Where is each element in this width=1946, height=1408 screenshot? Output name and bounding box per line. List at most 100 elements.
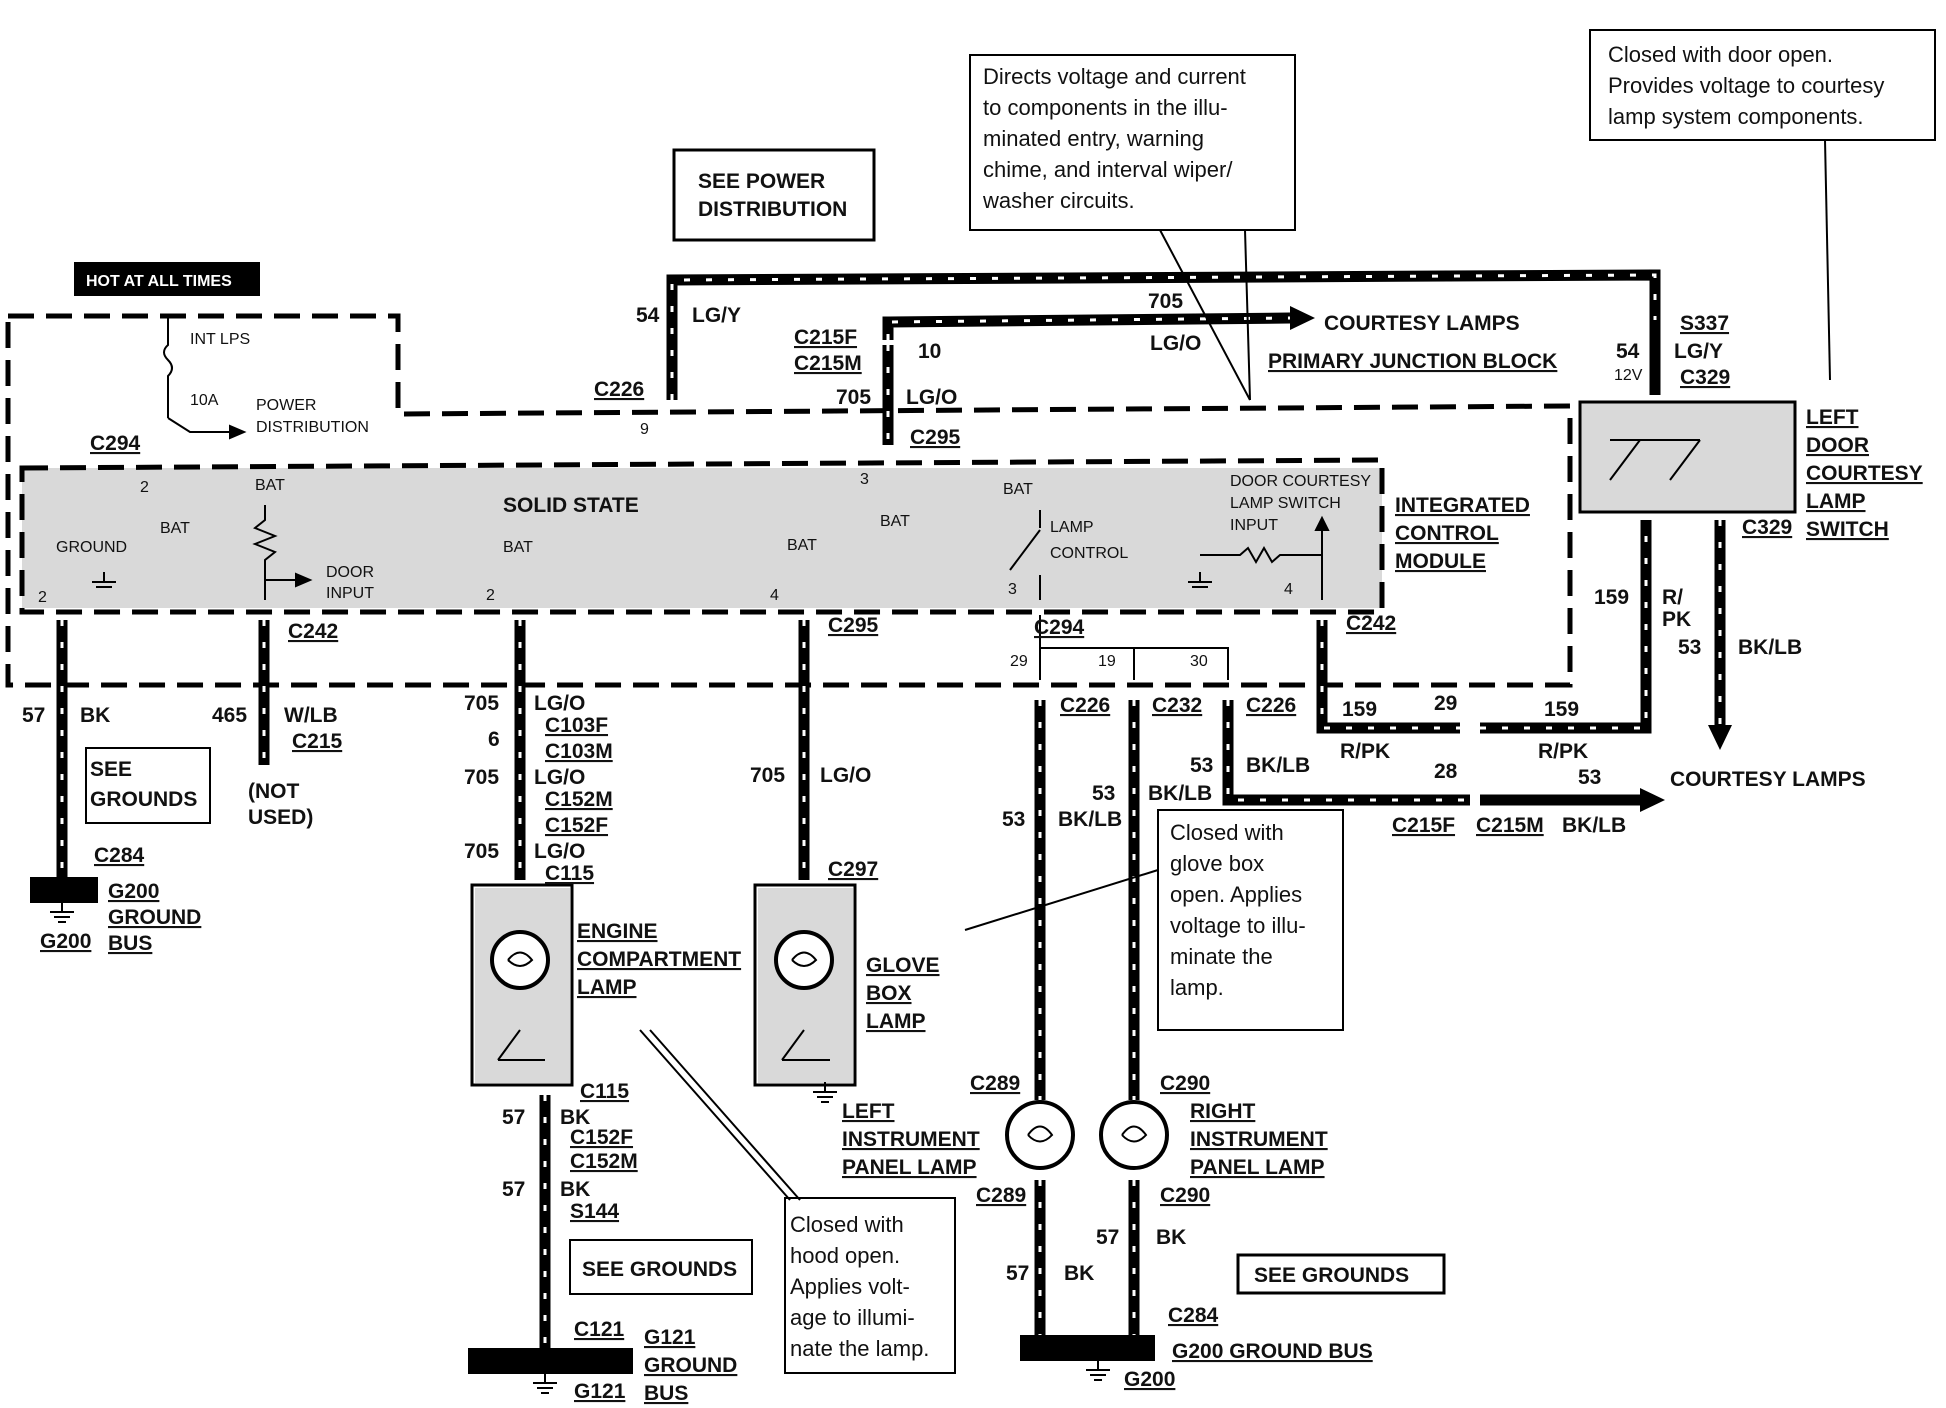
- bat-label-1: BAT: [160, 520, 190, 537]
- glove-lamp-label-3: LAMP: [866, 1010, 926, 1033]
- c284-left: C284: [94, 844, 145, 867]
- c215-label: C215: [292, 730, 343, 753]
- lamp-control-label-2: CONTROL: [1050, 545, 1128, 562]
- ground-label: GROUND: [56, 539, 127, 556]
- lgo-mid: LG/O: [906, 386, 957, 409]
- g121-bus-1: G121: [644, 1326, 696, 1349]
- wire-465: 465: [212, 704, 247, 727]
- rpk-a: R/PK: [1340, 740, 1390, 763]
- lgy-right: LG/Y: [1674, 340, 1723, 363]
- see-power-distribution-line2: DISTRIBUTION: [698, 198, 847, 221]
- pk-label: PK: [1662, 608, 1691, 631]
- wire-53-c: 53: [1190, 754, 1213, 777]
- bk-left: BK: [80, 704, 110, 727]
- icm-label-2: CONTROL: [1395, 522, 1499, 545]
- module-internals: [163, 318, 1701, 600]
- pin-4-b: 4: [1284, 581, 1293, 598]
- primary-junction-block-outline: [5, 313, 1573, 688]
- c284-right: C284: [1168, 1304, 1219, 1327]
- wire-6: 6: [488, 728, 500, 751]
- lgo-g: LG/O: [820, 764, 871, 787]
- pin-2-b: 2: [38, 589, 47, 606]
- c289-top: C289: [970, 1072, 1020, 1095]
- wire-57-left: 57: [22, 704, 45, 727]
- power-distribution-label-1: POWER: [256, 397, 316, 414]
- g200-ground-bus-left: [30, 877, 98, 903]
- bk-ip-l: BK: [1064, 1262, 1094, 1285]
- left-ip-label-2: INSTRUMENT: [842, 1128, 980, 1151]
- g200-bus-3: BUS: [108, 932, 152, 955]
- see-grounds-1: SEE: [90, 758, 132, 781]
- pin-2-c: 2: [486, 587, 495, 604]
- door-input-label-1: DOOR: [326, 564, 374, 581]
- bat-label-2: BAT: [255, 477, 285, 494]
- c121-label: C121: [574, 1318, 625, 1341]
- junction-note-line3: minated entry, warning: [983, 126, 1204, 151]
- c215f-bottom: C215F: [1392, 814, 1455, 837]
- g200-bus-2: GROUND: [108, 906, 201, 929]
- door-note-line3: lamp system components.: [1608, 104, 1864, 129]
- bat-label-6: BAT: [1003, 481, 1033, 498]
- glove-note-line2: glove box: [1170, 851, 1264, 876]
- wire-9: 9: [640, 421, 649, 438]
- pin-4-a: 4: [770, 587, 779, 604]
- primary-junction-block-label: PRIMARY JUNCTION BLOCK: [1268, 350, 1557, 373]
- c103m-label: C103M: [545, 740, 613, 763]
- s337-label: S337: [1680, 312, 1729, 335]
- c329-bottom: C329: [1742, 516, 1792, 539]
- bk-ip-r: BK: [1156, 1226, 1186, 1249]
- right-ip-label-2: INSTRUMENT: [1190, 1128, 1328, 1151]
- g200-right: G200: [1124, 1368, 1175, 1391]
- wire-28: 28: [1434, 760, 1458, 783]
- lgo-e3: LG/O: [534, 840, 585, 863]
- bat-label-5: BAT: [880, 513, 910, 530]
- c115-top: C115: [545, 862, 594, 885]
- c290-bottom: C290: [1160, 1184, 1210, 1207]
- 12v-label: 12V: [1614, 367, 1643, 384]
- c226-mid: C226: [1060, 694, 1110, 717]
- glove-note-line5: minate the: [1170, 944, 1273, 969]
- wire-29-split: 29: [1010, 653, 1028, 670]
- lamp-control-label-1: LAMP: [1050, 519, 1094, 536]
- g121-ground-bus: [468, 1348, 633, 1374]
- c232-label: C232: [1152, 694, 1202, 717]
- hood-note-line3: Applies volt-: [790, 1274, 910, 1299]
- g200-left: G200: [40, 930, 91, 953]
- wire-159-b: 159: [1544, 698, 1579, 721]
- wire-159-a: 159: [1342, 698, 1377, 721]
- wire-30-split: 30: [1190, 653, 1208, 670]
- c290-top: C290: [1160, 1072, 1210, 1095]
- icm-label-3: MODULE: [1395, 550, 1486, 573]
- door-switch-box: [1578, 400, 1797, 514]
- bklb-r: BK/LB: [1148, 782, 1212, 805]
- door-switch-label-1: LEFT: [1806, 406, 1859, 429]
- wire-705-e1: 705: [464, 692, 499, 715]
- wire-57-e2: 57: [502, 1178, 525, 1201]
- wire-54-right: 54: [1616, 340, 1640, 363]
- junction-note-line4: chime, and interval wiper/: [983, 157, 1233, 182]
- power-distribution-label-2: DISTRIBUTION: [256, 419, 369, 436]
- wire-53-door: 53: [1678, 636, 1701, 659]
- pin-3-a: 3: [860, 471, 869, 488]
- c294-left: C294: [90, 432, 141, 455]
- wire-10: 10: [918, 340, 941, 363]
- courtesy-lamps-label-right: COURTESY LAMPS: [1670, 768, 1866, 791]
- g121-label: G121: [574, 1380, 626, 1403]
- bklb-l: BK/LB: [1058, 808, 1122, 831]
- see-power-distribution-line1: SEE POWER: [698, 170, 825, 193]
- bat-label-3: BAT: [503, 539, 533, 556]
- s144-label: S144: [570, 1200, 619, 1223]
- courtesy-lamps-label-top: COURTESY LAMPS: [1324, 312, 1520, 335]
- wire-57-ip-r: 57: [1096, 1226, 1119, 1249]
- see-grounds-right: SEE GROUNDS: [1254, 1264, 1409, 1287]
- junction-note-line1: Directs voltage and current: [983, 64, 1246, 89]
- engine-lamp-label-2: COMPARTMENT: [577, 948, 741, 971]
- glove-lamp-label-1: GLOVE: [866, 954, 940, 977]
- door-input-label-2: INPUT: [326, 585, 374, 602]
- wire-705-e2: 705: [464, 766, 499, 789]
- engine-lamp-label-3: LAMP: [577, 976, 637, 999]
- hood-note-line5: nate the lamp.: [790, 1336, 929, 1361]
- lgo-e1: LG/O: [534, 692, 585, 715]
- c297-label: C297: [828, 858, 878, 881]
